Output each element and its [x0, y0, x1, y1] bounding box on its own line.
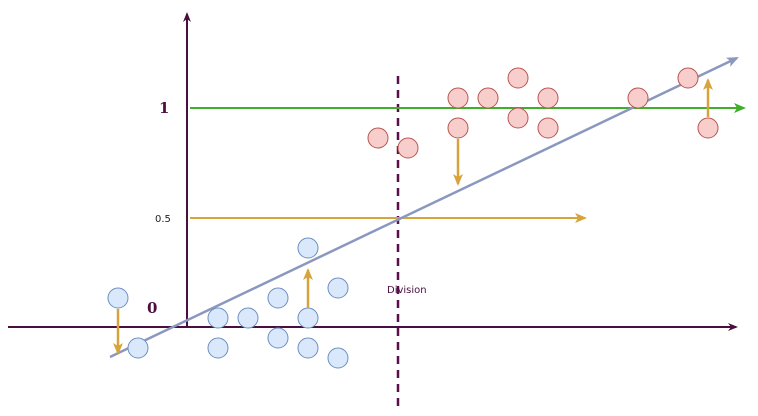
- data-point: [477, 87, 499, 109]
- class-zero-points: [107, 237, 349, 369]
- label-half: 0.5: [155, 214, 171, 225]
- data-point: [537, 117, 559, 139]
- data-point: [207, 337, 229, 359]
- data-point: [237, 307, 259, 329]
- data-point: [677, 67, 699, 89]
- data-point: [327, 277, 349, 299]
- data-point: [297, 237, 319, 259]
- regression-line: [109, 56, 739, 359]
- data-point: [327, 347, 349, 369]
- class-one-points: [367, 67, 719, 159]
- data-point: [267, 287, 289, 309]
- data-point: [297, 337, 319, 359]
- data-point: [537, 87, 559, 109]
- data-point: [297, 307, 319, 329]
- data-point: [397, 137, 419, 159]
- label-one: 1: [159, 99, 169, 117]
- label-zero: 0: [147, 299, 157, 317]
- data-point: [627, 87, 649, 109]
- data-point: [267, 327, 289, 349]
- data-point: [507, 107, 529, 129]
- data-point: [367, 127, 389, 149]
- data-point: [207, 307, 229, 329]
- data-point: [447, 117, 469, 139]
- projection-arrows: [113, 78, 713, 355]
- data-point: [507, 67, 529, 89]
- data-point: [127, 337, 149, 359]
- data-point: [447, 87, 469, 109]
- division-label: Division: [387, 285, 427, 296]
- data-point: [107, 287, 129, 309]
- data-point: [697, 117, 719, 139]
